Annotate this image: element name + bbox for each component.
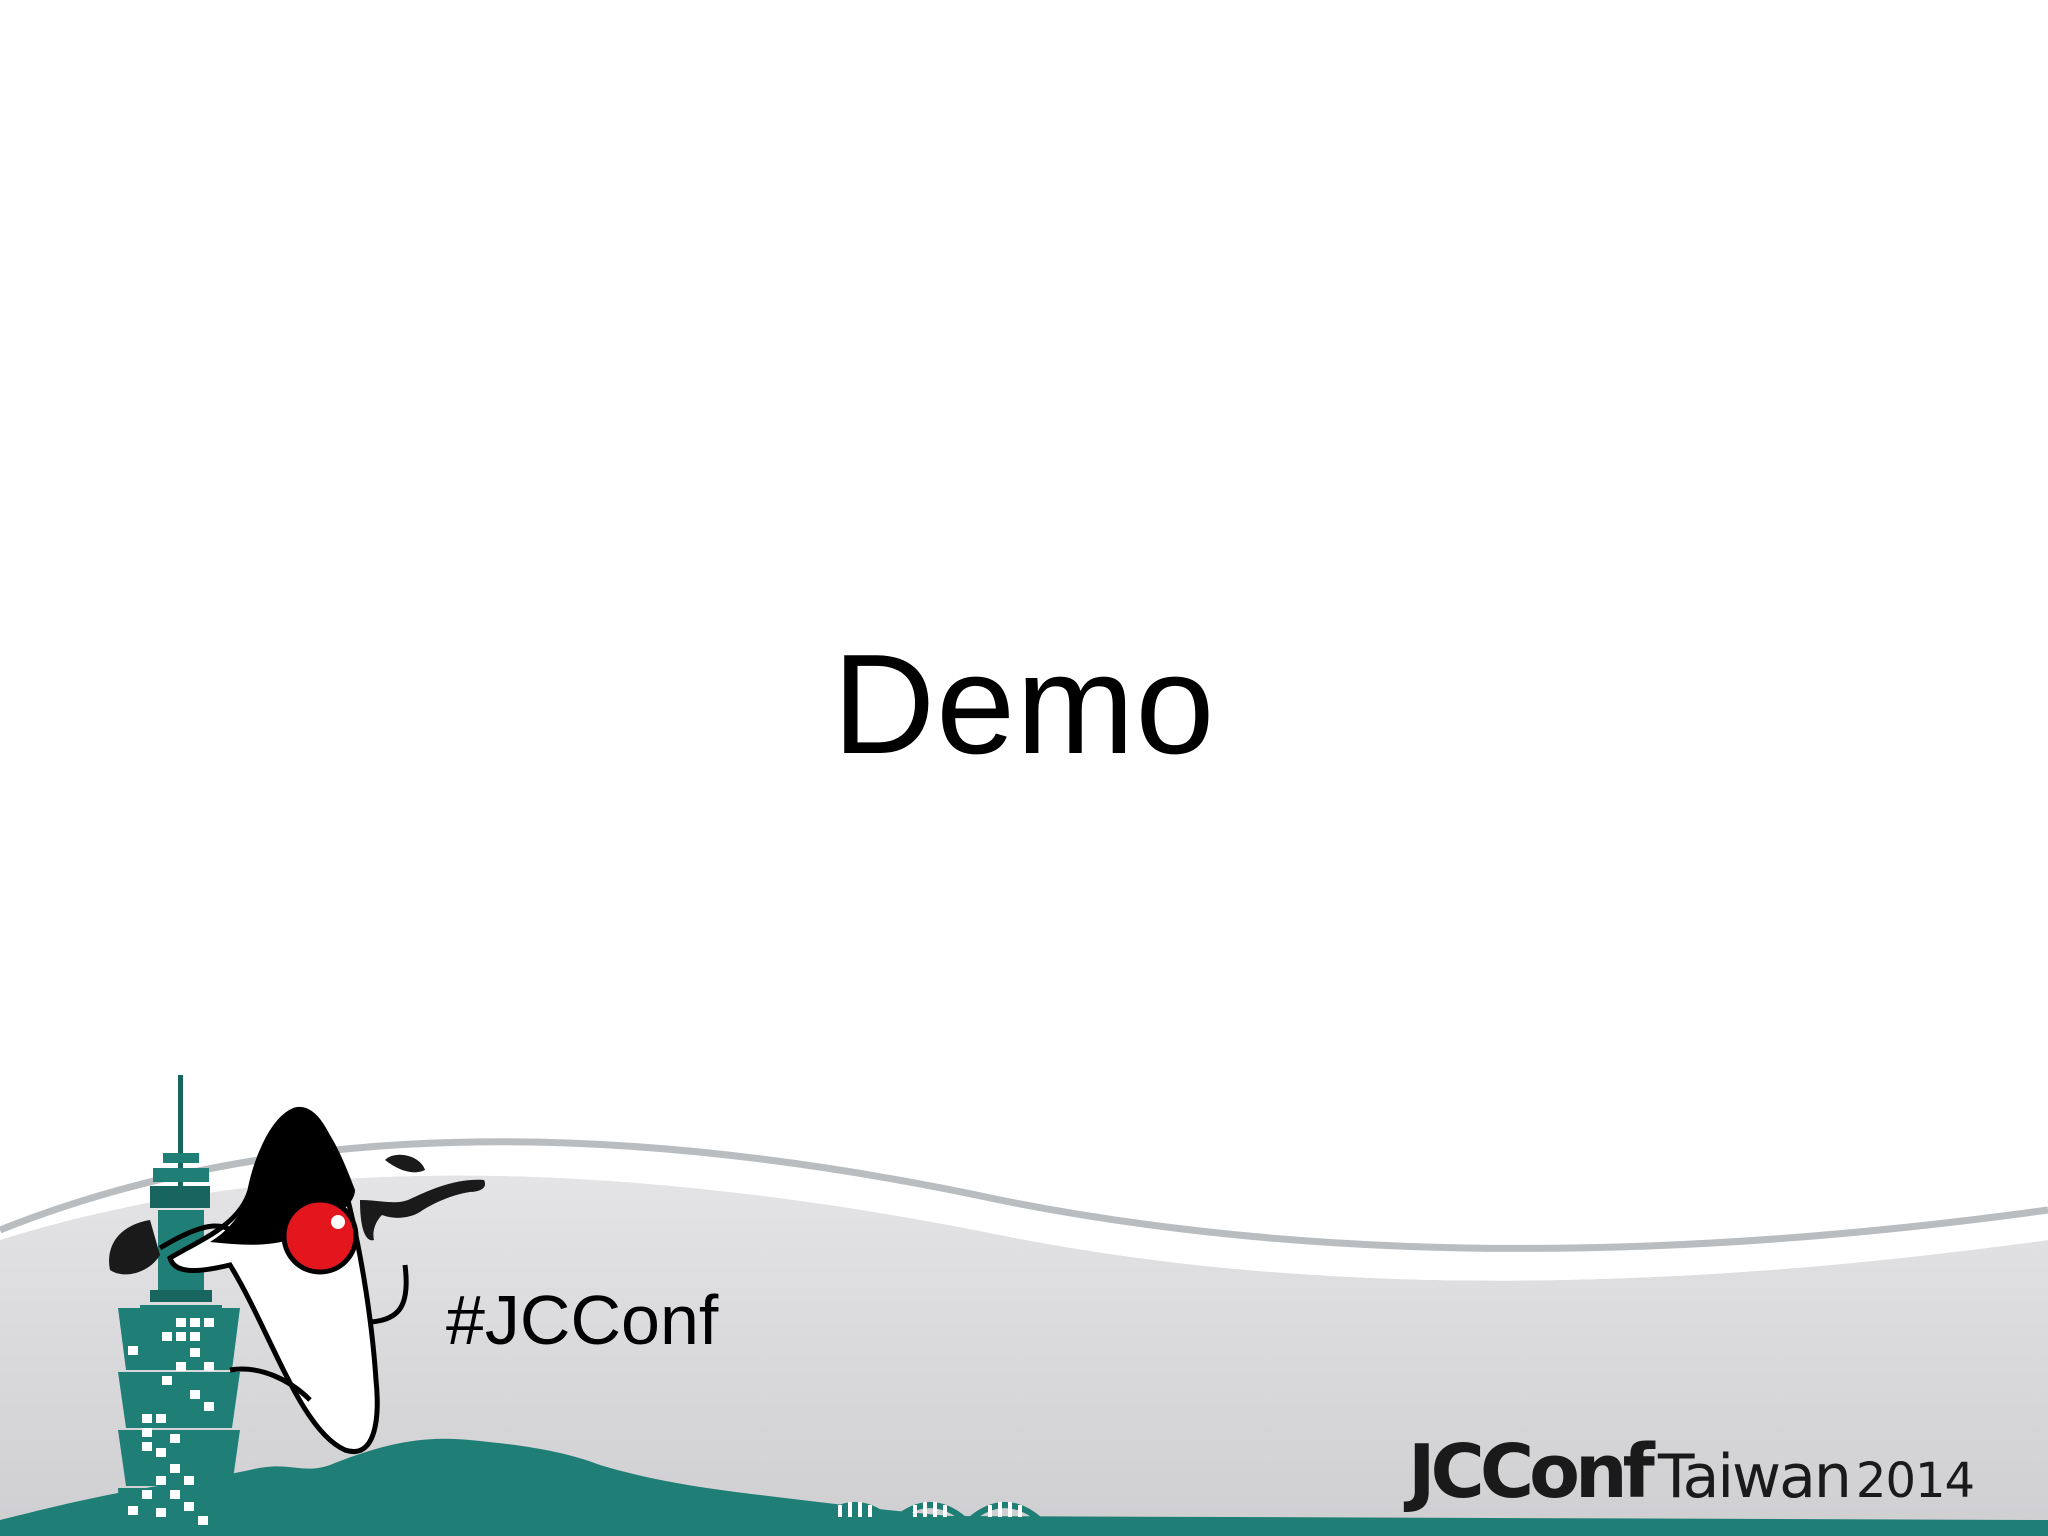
footer-banner [0,1050,2048,1536]
duke-mascot-icon [109,1107,486,1455]
hashtag-label: #JCConf [446,1281,719,1359]
brand-year: 2014 [1855,1453,1975,1509]
slide-title: Demo [832,625,1216,784]
brand-name: JCConf [1408,1429,1655,1515]
footer-art [0,1075,2048,1536]
mountains [0,1438,2048,1536]
bridge-icon [818,1502,1042,1523]
brand-location: Taiwan [1657,1442,1852,1512]
white-band [0,1150,2048,1281]
